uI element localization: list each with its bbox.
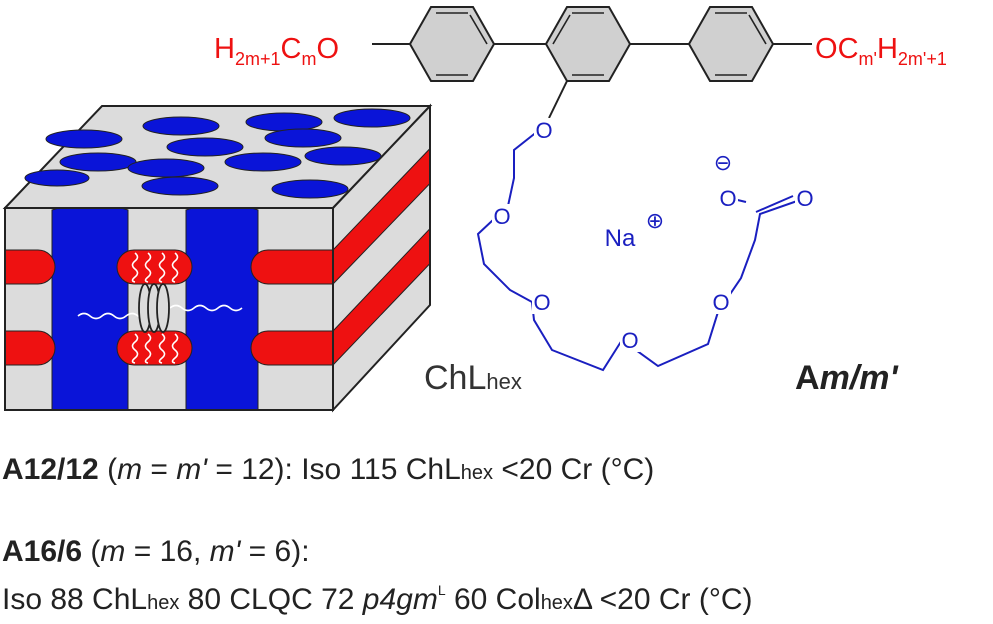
structure-scene: H2m+1CmO OCm'H2m'+1 O O O O O O O ⊖ Na [2,6,947,413]
carbonyl-oxygen: O [796,186,813,211]
side-chains [77,304,243,320]
positive-charge-icon: ⊕ [646,208,664,233]
column-end [142,116,220,136]
phase-label: ChLhex [424,359,522,397]
carboxylate-oxygen: O [719,186,736,211]
column-end [264,128,342,148]
compound-label: Am/m' [795,359,899,397]
column-end [224,152,302,172]
benzene-ring-right [687,6,775,82]
sodium-cation: Na [605,225,636,252]
left-alkoxy-chain: H2m+1CmO [214,33,339,69]
right-alkoxy-chain: OCm'H2m'+1 [815,33,947,69]
ether-oxygen: O [493,204,510,229]
alkyl-chains [131,252,179,364]
column-end [333,108,411,128]
red-capsule [116,330,193,366]
compound-a16-6-header: A16/6 (m = 16, m' = 6): [2,535,310,568]
ether-oxygen: O [712,290,729,315]
red-stripe-side [333,136,430,286]
lattice-block [2,103,433,413]
column-end [304,146,382,166]
column-end [271,179,349,199]
ether-oxygen: O [535,118,552,143]
benzene-ring-center [544,6,632,82]
rod-mesogens [138,283,170,333]
aromatic-double-bonds [436,12,767,76]
phase-sequence-a16-6: Iso 88 ChLhex 80 CLQC 72 p4gmL 60 Colhex… [2,582,753,616]
front-face-pattern [5,208,333,410]
blue-column [51,208,129,410]
ether-oxygen: O [621,328,638,353]
column-end [45,129,123,149]
column-end [141,176,219,196]
red-capsule [116,249,193,285]
column-end [24,169,90,187]
ether-oxygen: O [533,290,550,315]
negative-charge-icon: ⊖ [714,150,732,175]
column-end [245,112,323,132]
top-face-column-ends [24,108,411,199]
blue-column [185,208,259,410]
column-end [166,137,244,157]
red-stripe [250,330,333,366]
column-end [59,152,137,172]
benzene-ring-left [408,6,496,82]
red-stripe-side [333,216,430,367]
column-end [127,158,205,178]
red-stripe [5,330,56,366]
side-face-stripes [333,136,430,367]
red-stripe [5,249,56,285]
molecule-structure: H2m+1CmO OCm'H2m'+1 O O O O O O O ⊖ Na [214,6,947,372]
phase-sequence-a12-12: A12/12 (m = m' = 12): Iso 115 ChLhex <20… [2,453,655,486]
benzene-rings [408,6,775,82]
red-stripe [250,249,333,285]
